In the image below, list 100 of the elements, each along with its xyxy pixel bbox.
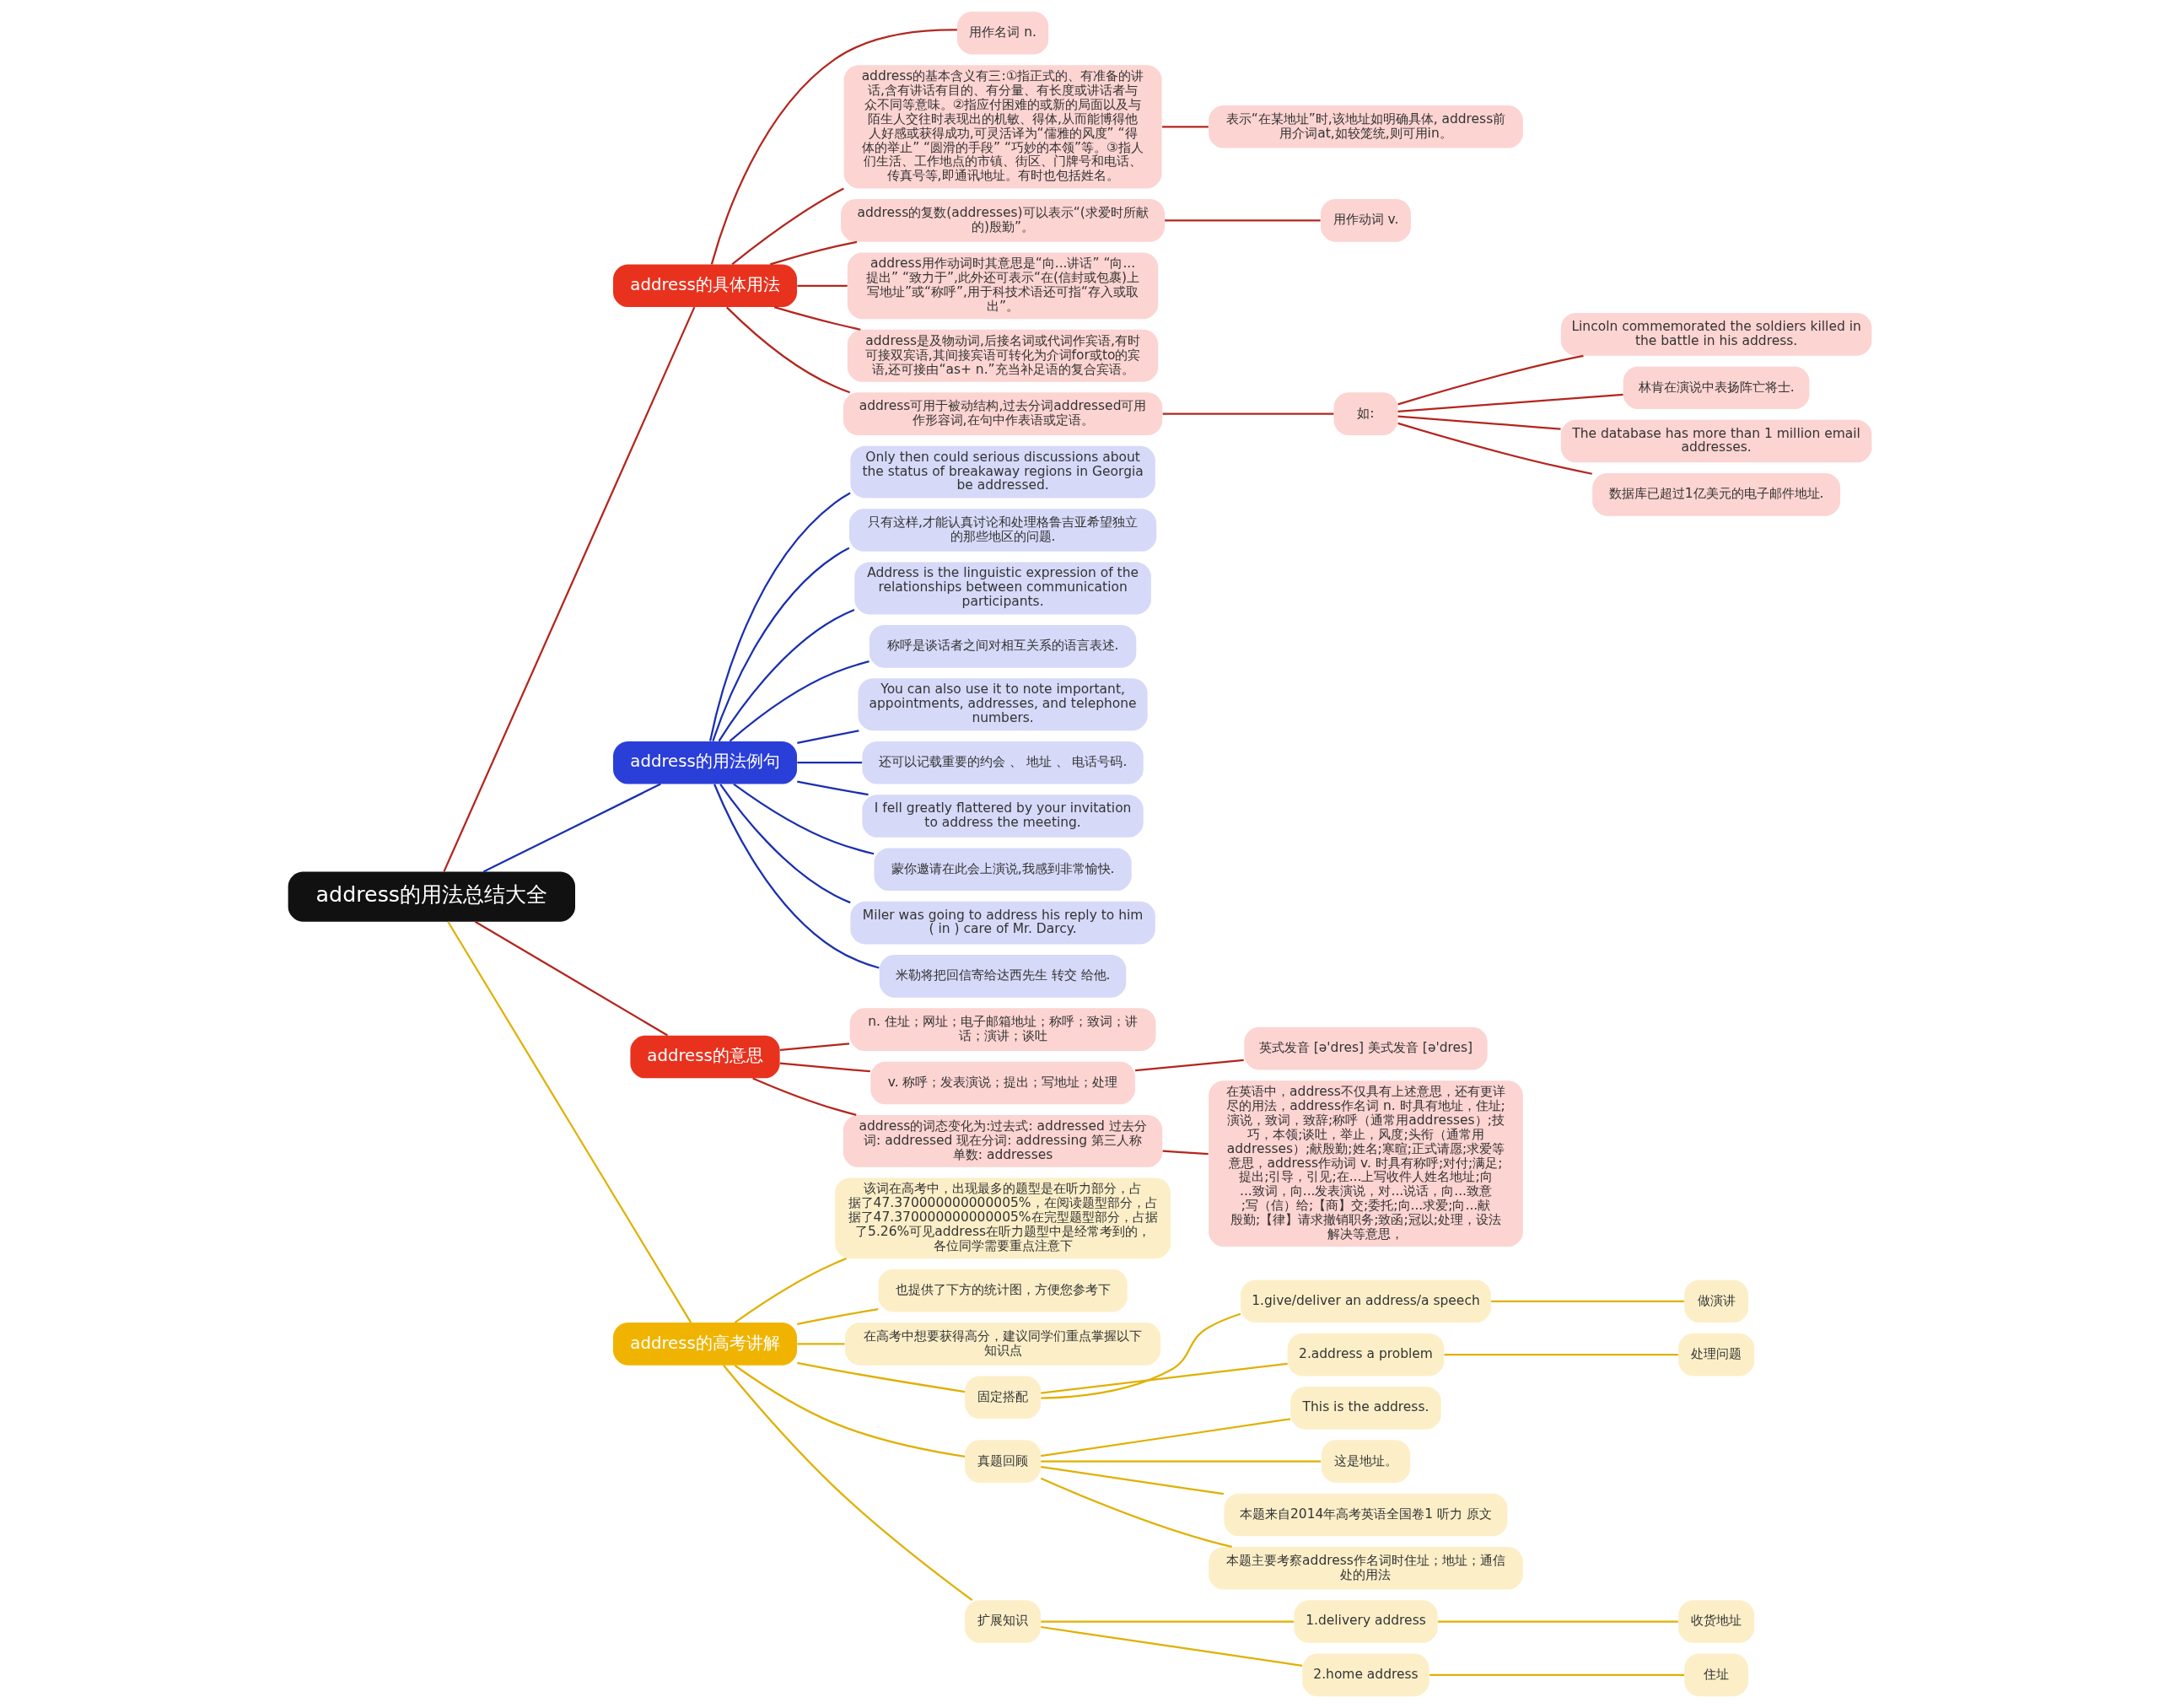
node-box: 英式发音 [ə'dres] 美式发音 [ə'dres] [1243, 1026, 1488, 1070]
connector [442, 306, 695, 872]
node-box: address是及物动词,后接名词或代词作宾语,有时可接双宾语,其间接宾语可转化为介词for或to的宾语,还可接由“as+ n.”充当补足语的复合宾语。 [847, 329, 1158, 382]
connector [1040, 1477, 1232, 1548]
node-box: address的意思 [629, 1035, 780, 1079]
connector [796, 284, 848, 287]
node-box: 1.delivery address [1293, 1600, 1438, 1643]
node-box: Only then could serious discussions about the status of breakaway regions in Georgia be addressed. [849, 445, 1155, 498]
node-box: 2.address a problem [1287, 1333, 1444, 1377]
node-box: 处理问题 [1677, 1333, 1754, 1377]
node-box: address用作动词时其意思是“向...讲话” “向...提出” “致力于”,此外还可表示“在(信封或包裹)上写地址”或“称呼”,用于科技术语还可指“存入或取出”。 [847, 252, 1158, 320]
node-box: 扩展知识 [964, 1600, 1041, 1643]
node-box: I fell greatly flattered by your invitation to address the meeting. [861, 795, 1144, 838]
connector [474, 920, 668, 1037]
node-box: address的词态变化为:过去式: addressed 过去分词: addressed 现在分词: addressing 第三人称单数: addresses [843, 1114, 1162, 1167]
connector [1040, 1312, 1241, 1399]
node-box: 用作动词 v. [1320, 199, 1411, 242]
connector [711, 547, 849, 742]
node-box: 还可以记载重要的约会 、 地址 、 电话号码. [861, 741, 1144, 784]
node-box: The database has more than 1 million email addresses. [1560, 419, 1871, 463]
connector [1397, 354, 1584, 406]
node-box: 表示“在某地址”时,该地址如明确具体, address前用介词at,如较笼统,则可用in。 [1208, 105, 1523, 148]
node-box: 固定搭配 [964, 1376, 1041, 1419]
connector [796, 1361, 965, 1393]
node-box: address的基本含义有三:①指正式的、有准备的讲话,含有讲话有目的、有分量、有长度或讲话者与众不同等意味。②指应付困难的或新的局面以及与陌生人交往时表现出的机敏、得体,从而能博得他人好感或获得成功,可灵活译为“儒雅的风度” “得体的举止” “圆滑的手段” “巧妙的本领”等。③指人们生活、工作地点的市镇、街区、门牌号和电话、传真号等,即通讯地址。有时也包括姓名。 [843, 65, 1162, 189]
connector [796, 1343, 844, 1345]
node-box: 林肯在演说中表扬阵亡将士. [1623, 366, 1810, 410]
node-box: 该词在高考中，出现最多的题型是在听力部分，占据了47.370000000000005%，在阅读题型部分，占据了47.370000000000005%在完型题型部分，占据了5.26%可见address在听力题型中是经常考到的，各位同学需要重点注意下 [834, 1177, 1171, 1259]
connector [796, 762, 862, 764]
connector [773, 306, 861, 331]
connector [1162, 412, 1333, 415]
node-box: address的用法例句 [612, 741, 797, 784]
connector [734, 1365, 965, 1458]
node-box: address的复数(addresses)可以表示“(求爱时所献的)殷勤”。 [840, 199, 1165, 242]
connector [729, 660, 870, 742]
connector [796, 780, 869, 796]
node-box: 真题回顾 [964, 1440, 1041, 1483]
connector [796, 1308, 878, 1325]
node-box: v. 称呼；发表演说；提出；写地址；处理 [870, 1061, 1135, 1105]
connector [1162, 1150, 1209, 1156]
connector [732, 783, 874, 855]
connector [710, 29, 957, 265]
node-box: 本题来自2014年高考英语全国卷1 听力 原文 [1223, 1493, 1508, 1537]
connector [725, 306, 850, 394]
node-box: Miler was going to address his reply to him ( in ) care of Mr. Darcy. [849, 901, 1155, 945]
connector [1397, 415, 1561, 430]
node-box: address可用于被动结构,过去分词addressed可用作形容词,在句中作表语或定语。 [843, 392, 1162, 435]
node-box: Lincoln commemorated the soldiers killed in the battle in his address. [1560, 313, 1871, 356]
connector [796, 730, 859, 745]
connector [713, 784, 880, 969]
node-box: 米勒将把回信寄给达西先生 转交 给他. [879, 955, 1126, 998]
node-box: 也提供了下方的统计图，方便您参考下 [877, 1269, 1128, 1312]
connector [779, 1043, 849, 1052]
connector [1134, 1059, 1244, 1072]
connector [446, 921, 692, 1323]
connector [1040, 1362, 1288, 1394]
node-box: 蒙你邀请在此会上演说,我感到非常愉快. [873, 848, 1132, 892]
node-box: This is the address. [1289, 1387, 1441, 1430]
connector [1040, 1466, 1224, 1495]
connector [482, 783, 661, 873]
connector [1429, 1673, 1684, 1676]
node-box: n. 住址；网址；电子邮箱地址；称呼；致词；讲话；演讲；谈吐 [849, 1008, 1155, 1051]
connector [779, 1062, 870, 1073]
connector [1397, 393, 1623, 413]
node-box: address的用法总结大全 [288, 871, 575, 922]
connector [1161, 126, 1209, 128]
connector [1040, 1620, 1294, 1623]
node-box: 这是地址。 [1321, 1440, 1410, 1483]
node-box: 收货地址 [1677, 1600, 1754, 1643]
node-box: 1.give/deliver an address/a speech [1240, 1280, 1491, 1323]
connector [734, 1258, 847, 1323]
node-box: address的具体用法 [612, 264, 797, 308]
connector [1490, 1300, 1684, 1302]
node-box: address的高考讲解 [612, 1323, 797, 1366]
connector [751, 1077, 857, 1116]
node-box: You can also use it to note important, appointments, addresses, and telephone numbers. [857, 678, 1148, 731]
connector [719, 784, 851, 904]
node-box: 用作名词 n. [956, 11, 1048, 55]
node-box: 如: [1333, 392, 1397, 435]
connector [1444, 1353, 1678, 1356]
node-box: Address is the linguistic expression of the relationships between communication participants. [853, 562, 1151, 615]
connector [708, 492, 851, 741]
node-box: 在高考中想要获得高分，建议同学们重点掌握以下知识点 [844, 1323, 1160, 1366]
connector [1397, 422, 1592, 475]
node-box: 数据库已超过1亿美元的电子邮件地址. [1591, 473, 1840, 516]
connector [1164, 219, 1321, 222]
connector [769, 240, 857, 266]
connector [1040, 1460, 1321, 1463]
node-box: 做演讲 [1683, 1280, 1748, 1323]
node-box: 住址 [1683, 1653, 1748, 1697]
connector [718, 608, 854, 742]
node-box: 在英语中，address不仅具有上述意思，还有更详尽的用法，address作名词 n. 时具有地址，住址;演说，致词，致辞;称呼（通常用addresses）;技巧，本领;谈吐，举止，风度;头衔（通常用addresses）;献殷勤;姓名;寒暄;正式请愿;求爱等意思，address作动词 v. 时具有称呼;对付;满足;提出;引导，引见;在...上写收件人姓名地址;向...致词，向...发表演说，对...说话，向...致意;写（信）给;【商】交;委托;向...求爱;向...献殷勤;【律】请求撤销职务;致函;冠以;处理，设法解决等意思， [1208, 1080, 1523, 1247]
connector [722, 1365, 972, 1602]
node-box: 2.home address [1301, 1653, 1429, 1697]
connector [1040, 1625, 1302, 1667]
connector [730, 187, 844, 266]
node-box: 本题主要考察address作名词时住址；地址；通信处的用法 [1208, 1546, 1523, 1590]
node-box: 称呼是谈话者之间对相互关系的语言表述. [869, 625, 1136, 668]
connector [1040, 1418, 1290, 1457]
connector [1437, 1620, 1678, 1623]
